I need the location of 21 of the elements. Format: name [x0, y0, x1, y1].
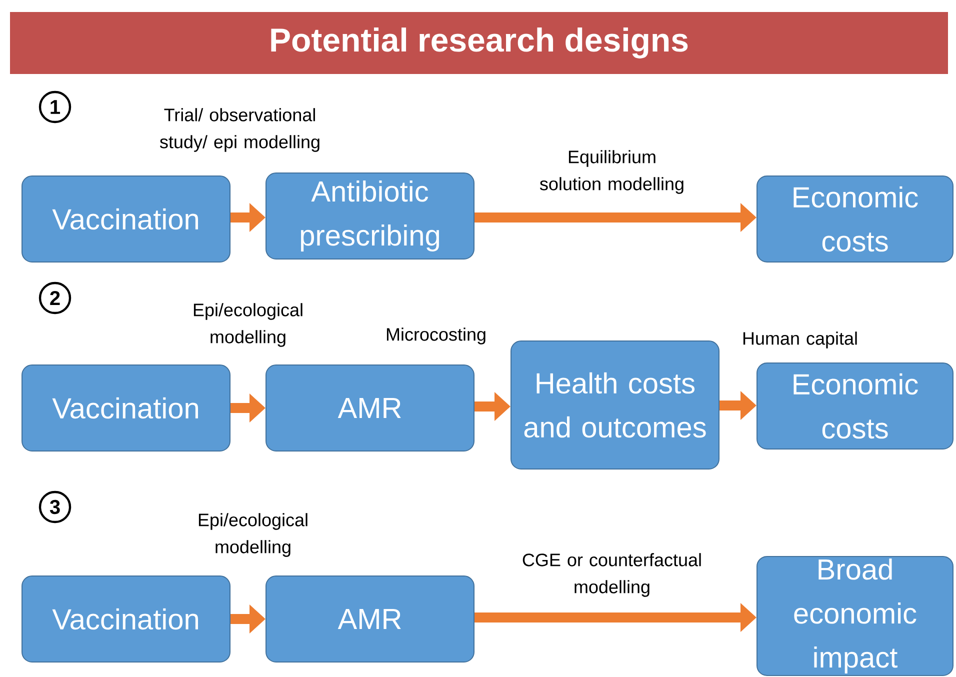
process-box: Economic costs: [756, 362, 954, 450]
edge-label: Equilibrium solution modelling: [540, 150, 684, 194]
process-box: Vaccination: [22, 176, 230, 262]
edge-label: Trial/ observational study/ epi modelling: [160, 108, 320, 152]
step-number: 3: [38, 490, 72, 524]
process-box: Health costs and outcomes: [510, 340, 720, 470]
process-box: Broad economic impact: [756, 556, 954, 676]
title-banner: Potential research designs: [10, 12, 948, 74]
edge-label: CGE or counterfactual modelling: [522, 553, 701, 597]
process-box: AMR: [266, 364, 474, 452]
edge-label: Epi/ecological modelling: [194, 303, 302, 347]
step-number: 1: [38, 90, 72, 124]
process-box: Antibiotic prescribing: [266, 172, 474, 260]
process-box: Economic costs: [756, 176, 954, 262]
step-number: 2: [38, 282, 72, 314]
edge-label: Human capital: [743, 332, 857, 348]
edge-label: Microcosting: [386, 328, 486, 344]
process-box: AMR: [266, 576, 474, 662]
process-box: Vaccination: [22, 576, 230, 662]
process-box: Vaccination: [22, 364, 230, 452]
edge-label: Epi/ecological modelling: [198, 513, 308, 557]
